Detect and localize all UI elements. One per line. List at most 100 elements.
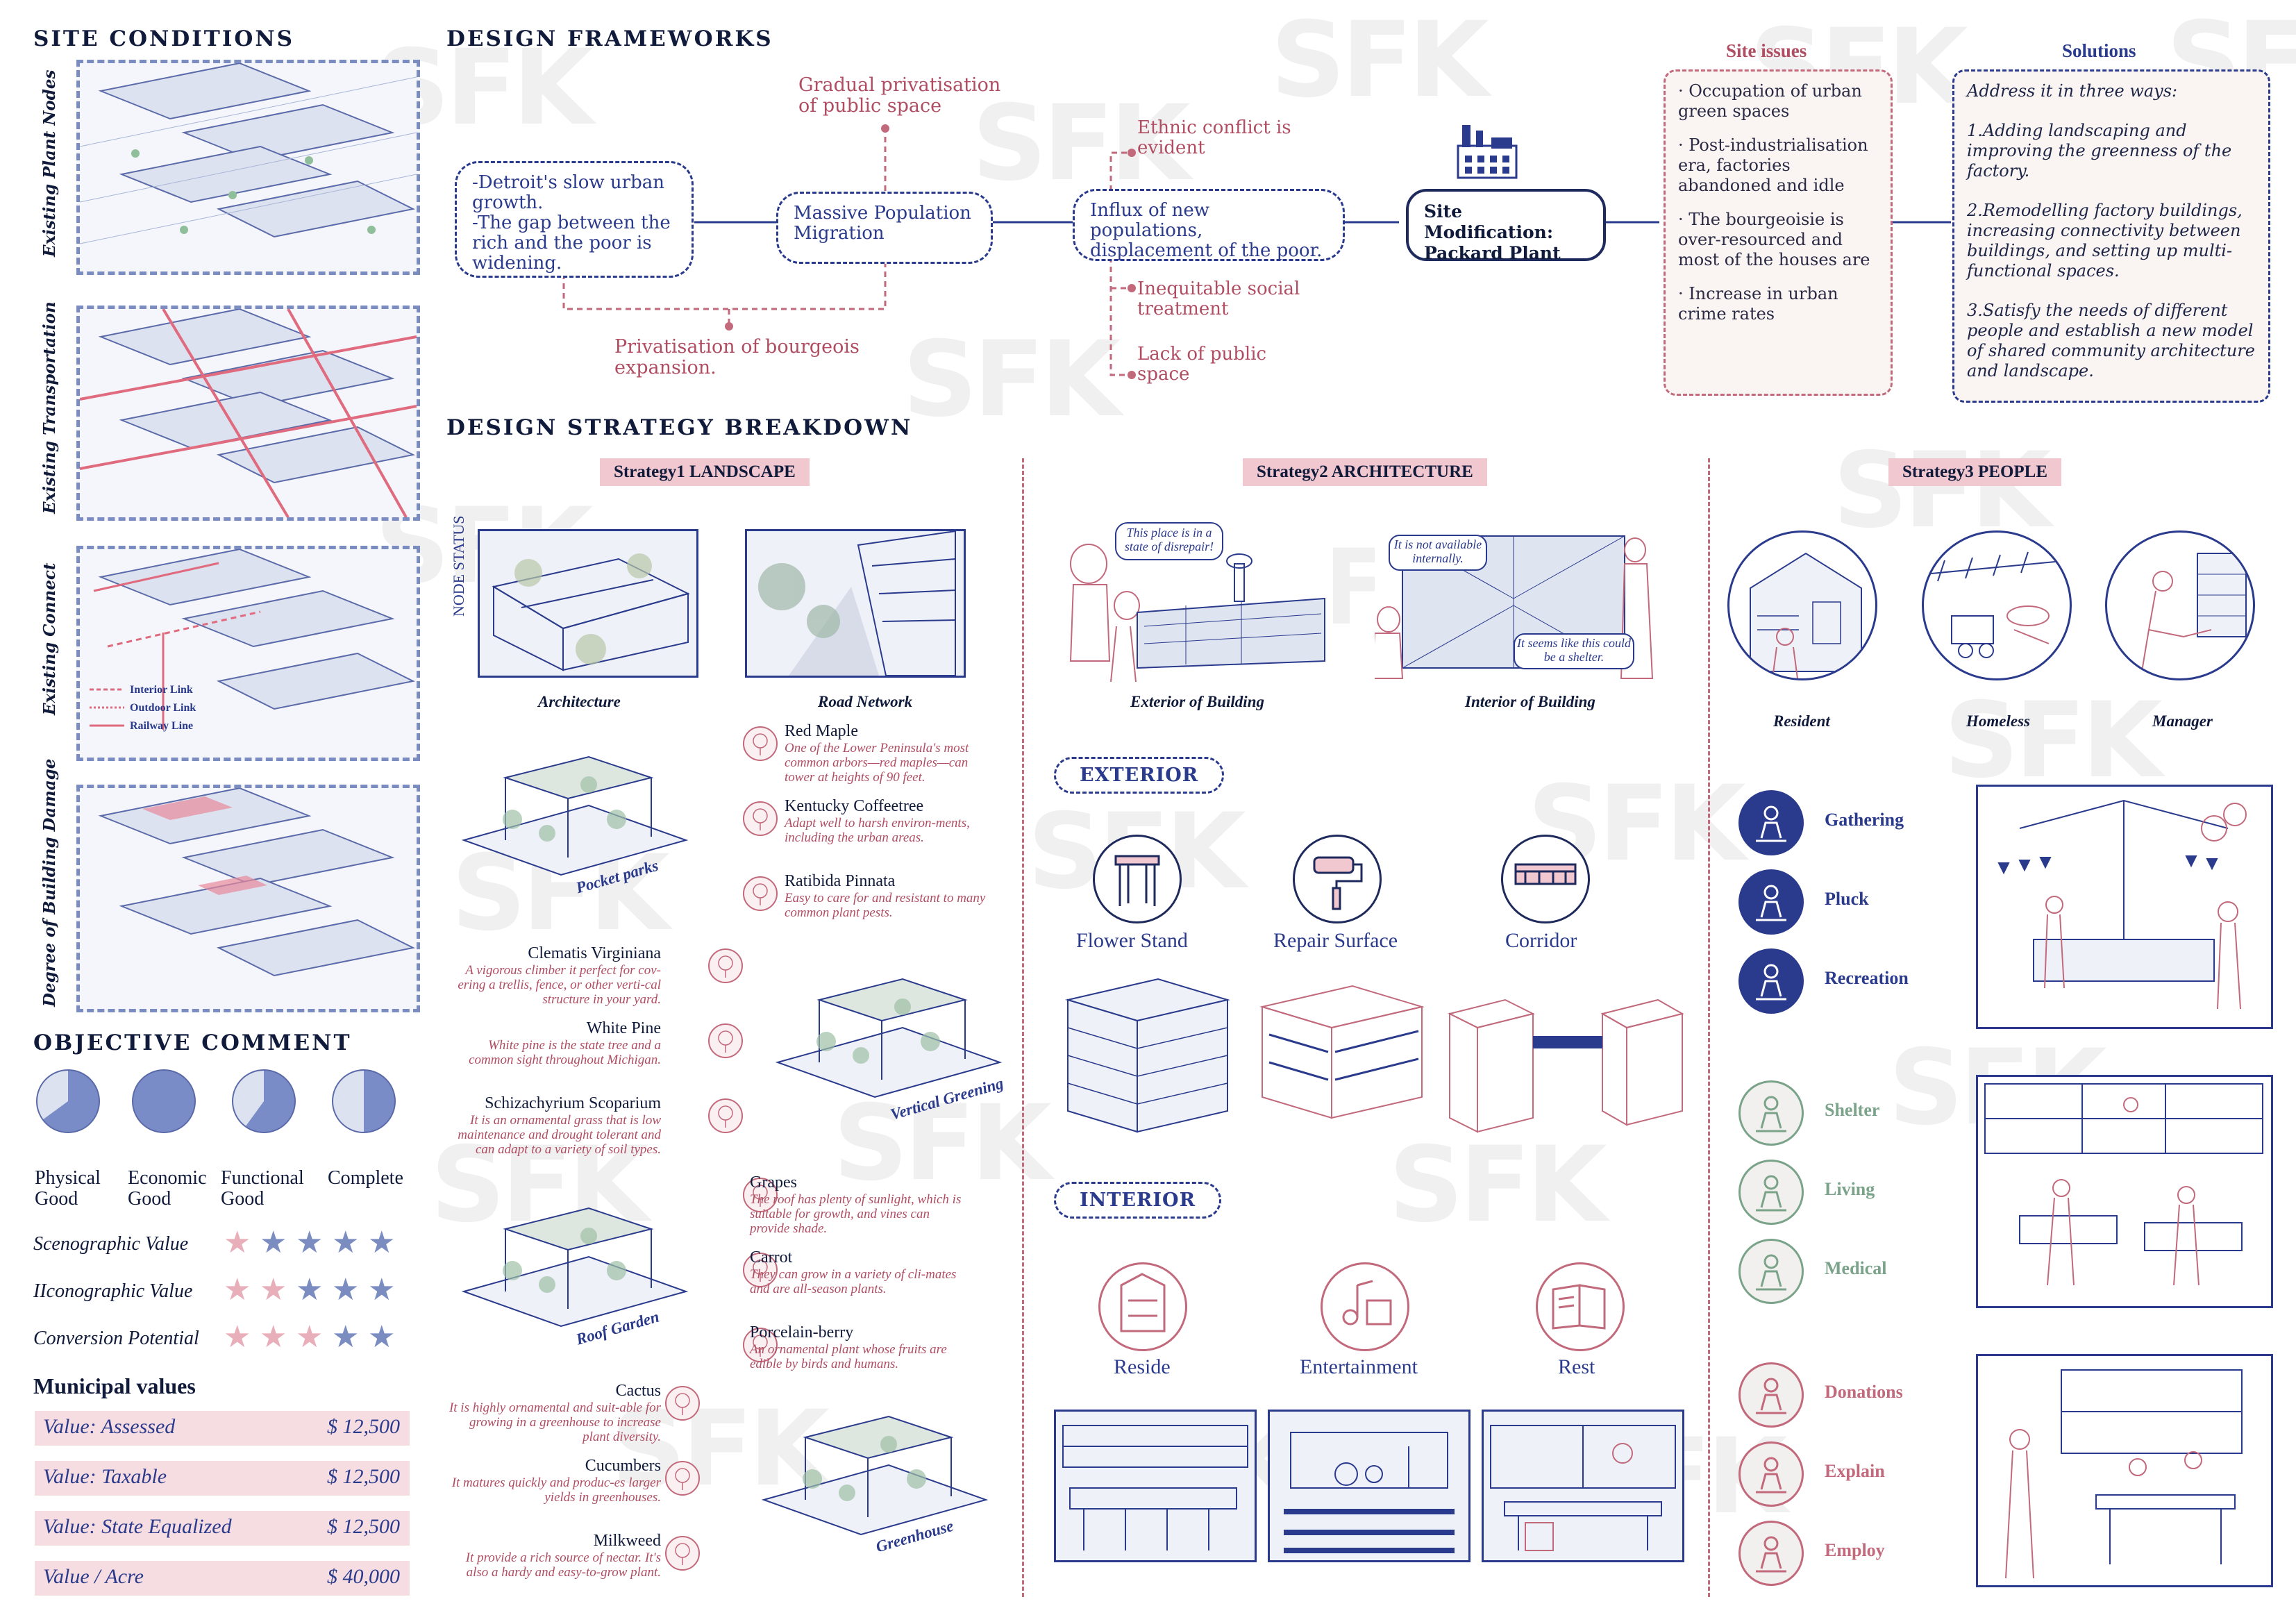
solutions-box: Address it in three ways: 1.Adding lands…: [1952, 69, 2270, 403]
design-strategy-title: DESIGN STRATEGY BREAKDOWN: [446, 415, 913, 440]
donations-sketch: [2005, 1369, 2243, 1579]
interior-building-sketch: It is not available internally. It seems…: [1375, 522, 1659, 682]
label-corridor: Corridor: [1505, 929, 1577, 952]
caption-interior: Interior of Building: [1465, 693, 1595, 710]
exterior-models: [1065, 978, 1684, 1133]
gathering-scene: [1976, 785, 2273, 1029]
divider-1: [1022, 458, 1024, 1597]
pie-label-economic: Economic Good: [128, 1167, 207, 1210]
connect-map: [90, 549, 416, 730]
plant-name: Cactus: [615, 1382, 661, 1400]
star-icon: ★: [296, 1319, 324, 1355]
corridor-icon: [1501, 835, 1590, 923]
donations-scene: [1976, 1354, 2273, 1587]
label-resident: Resident: [1773, 712, 1830, 730]
plant-icon: [743, 1328, 778, 1362]
star-icon: ★: [332, 1319, 360, 1355]
activity-label: Donations: [1825, 1382, 1903, 1402]
exterior-sketch: [1069, 544, 1325, 682]
interior-pill: INTERIOR: [1054, 1182, 1222, 1219]
star-icon: ★: [260, 1225, 287, 1260]
activity-label: Employ: [1825, 1540, 1885, 1560]
star-icon: ★: [368, 1272, 396, 1307]
activity-label: Living: [1825, 1179, 1875, 1199]
pie-label-complete: Complete: [328, 1167, 403, 1189]
medical-icon: [1738, 1239, 1804, 1304]
model-sketch: [775, 978, 1003, 1098]
design-frameworks-title: DESIGN FRAMEWORKS: [446, 26, 773, 51]
model-sketch: [461, 755, 689, 876]
plant-description: One of the Lower Peninsula's most common…: [785, 741, 969, 785]
pie-chart-0: [36, 1069, 100, 1133]
caption-architecture: Architecture: [538, 693, 621, 710]
label-plant-nodes: Existing Plant Nodes: [40, 69, 59, 257]
architecture-sketch: [492, 553, 690, 671]
municipal-value: $ 12,500: [327, 1415, 400, 1438]
repair-surface-icon: [1293, 835, 1382, 923]
donations-icon: [1738, 1362, 1804, 1428]
damage-map: [98, 788, 416, 977]
legend-railway-line: Railway Line: [130, 720, 194, 732]
label-transportation: Existing Transportation: [40, 301, 59, 514]
plant-icon: [743, 1178, 778, 1212]
photo-architecture: [478, 529, 698, 678]
interior-rest-drawing: [1482, 1410, 1684, 1562]
bubble-shelter: It seems like this could be a shelter.: [1514, 633, 1634, 669]
interior-reside-drawing: [1054, 1410, 1257, 1562]
issue-3: · The bourgeoisie is over-resourced and …: [1678, 210, 1870, 269]
pie-chart-1: [132, 1069, 196, 1133]
interior-entertainment-drawing: [1268, 1410, 1470, 1562]
road-network-sketch: [758, 531, 956, 676]
activity-label: Explain: [1825, 1461, 1885, 1481]
star-icon: ★: [224, 1272, 251, 1307]
plant-icon: [708, 948, 743, 983]
municipal-row: Value: State Equalized$ 12,500: [35, 1511, 410, 1546]
text-bourgeois-privatisation: Privatisation of bourgeois expansion.: [614, 336, 860, 378]
plant-name: Ratibida Pinnata: [785, 872, 896, 890]
bunk-bed-glyph: [1120, 1273, 1166, 1332]
manager-sketch: [2141, 553, 2247, 672]
plant-description: It provide a rich source of nectar. It's…: [465, 1550, 661, 1580]
solutions-title: Solutions: [2062, 40, 2136, 61]
map-panel-connect: Interior Link Outdoor Link Railway Line: [76, 546, 420, 761]
transportation-map: [80, 309, 417, 517]
plant-icon: [665, 1461, 700, 1496]
issue-1: · Occupation of urban green spaces: [1678, 81, 1862, 121]
model-sketch: [461, 1207, 689, 1328]
pie-chart-2: [232, 1069, 296, 1133]
plant-description: The roof has plenty of sunlight, which i…: [750, 1192, 962, 1236]
watermark-text: SFK: [611, 1389, 830, 1510]
plant-description: It is highly ornamental and suit-able fo…: [449, 1401, 661, 1444]
manager-portrait: [2105, 530, 2255, 680]
map-panel-transportation: [76, 306, 420, 521]
plant-description: Adapt well to harsh environ-ments, inclu…: [785, 816, 970, 845]
municipal-label: Value / Acre: [43, 1565, 144, 1588]
homeless-portrait: [1922, 530, 2072, 680]
explain-icon: [1738, 1441, 1804, 1507]
objective-comment-title: OBJECTIVE COMMENT: [33, 1030, 352, 1055]
strategy1-label: Strategy1 LANDSCAPE: [600, 458, 810, 486]
solution-1: 1.Adding landscaping and improving the g…: [1967, 121, 2232, 181]
shelter-sketch: [1984, 1083, 2263, 1286]
plant-description: They can grow in a variety of cli-mates …: [750, 1267, 957, 1296]
gathering-sketch: [1997, 799, 2247, 1010]
activity-label: Shelter: [1825, 1100, 1880, 1120]
plant-description: It is an ornamental grass that is low ma…: [458, 1113, 661, 1157]
plant-name: Grapes: [750, 1173, 797, 1192]
star-icon: ★: [260, 1319, 287, 1355]
exterior-pill: EXTERIOR: [1054, 757, 1225, 794]
bubble-not-available: It is not available internally.: [1389, 535, 1487, 571]
reside-sketch: [1062, 1425, 1248, 1550]
box-population-migration: Massive Population Migration: [776, 192, 993, 264]
star-icon: ★: [332, 1272, 360, 1307]
plant-name: Schizachyrium Scoparium: [485, 1094, 661, 1112]
entertainment-sketch: [1284, 1432, 1455, 1553]
municipal-row: Value / Acre$ 40,000: [35, 1561, 410, 1596]
legend-outdoor-link: Outdoor Link: [130, 702, 196, 714]
star-icon: ★: [296, 1225, 324, 1260]
